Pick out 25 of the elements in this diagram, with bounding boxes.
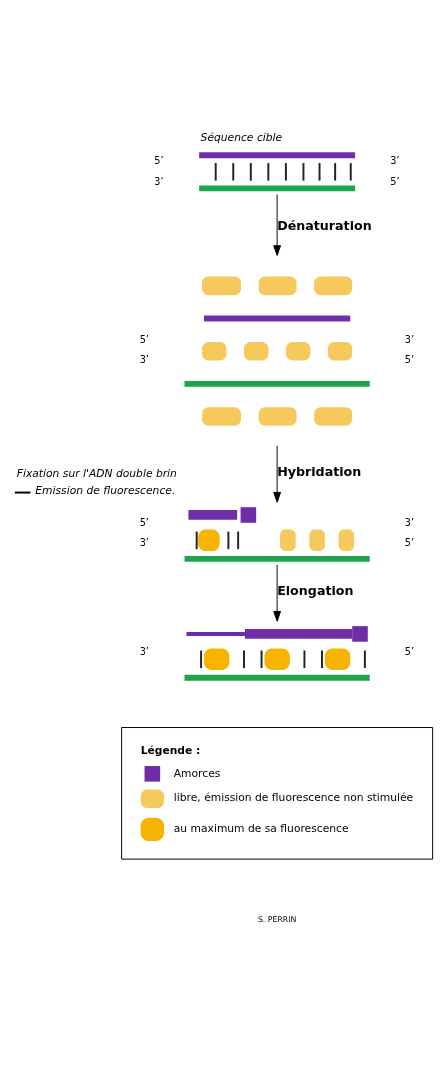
label: 5’ (139, 333, 149, 345)
label: 5’ (404, 536, 415, 548)
label: 3’ (404, 516, 415, 528)
label: 5’ (390, 174, 400, 186)
label: 3’ (390, 154, 400, 166)
edge-label: Elongation (277, 582, 354, 598)
edge-label: Hybridation (277, 463, 362, 479)
node-label: Fixation sur l'ADN double brin (16, 466, 177, 480)
node-label: Emission de fluorescence. (35, 483, 176, 497)
label: 3’ (139, 645, 149, 657)
label: Légende : (140, 743, 201, 757)
label: 5’ (404, 353, 415, 365)
label: 3’ (139, 353, 149, 365)
label: 5’ (154, 154, 164, 166)
label: 5’ (139, 516, 149, 528)
label: 5’ (404, 645, 415, 657)
legend-label: au maximum de sa fluorescence (173, 821, 349, 835)
label: 3’ (154, 174, 164, 186)
label: 3’ (139, 536, 149, 548)
label: S. PERRIN (257, 914, 297, 924)
node-label: Séquence cible (200, 130, 283, 144)
edge-label: Dénaturation (277, 217, 372, 233)
legend-label: Amorces (173, 766, 221, 780)
label: 3’ (404, 333, 415, 345)
legend-label: libre, émission de fluorescence non stimulée (173, 790, 414, 804)
